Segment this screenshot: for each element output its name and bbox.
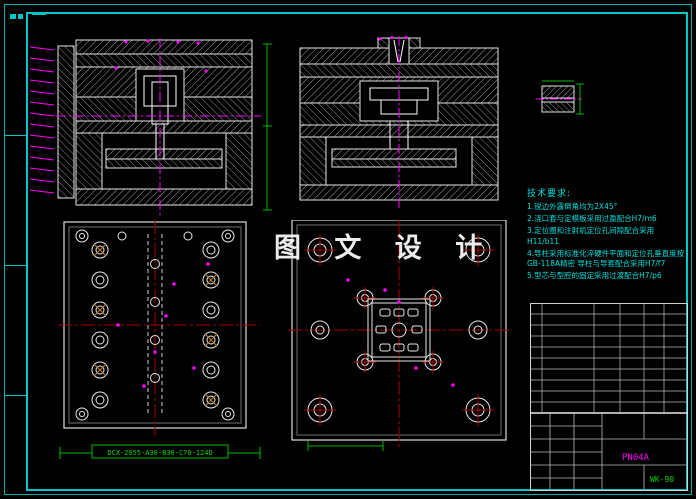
title-block: PN04A WK-90 xyxy=(530,303,688,491)
note-item: 3.定位圈和注射机定位孔间隙配合采用H11/b11 xyxy=(527,225,655,246)
note-item: 1.锐边外露倒角均为2X45° xyxy=(527,202,618,211)
dimension-line-vertical xyxy=(263,43,272,211)
titleblock-part-number: PN04A xyxy=(622,453,650,463)
frame-zone-mark xyxy=(5,135,26,136)
plan-view-moving-half xyxy=(58,220,260,436)
leader-arrows xyxy=(29,46,55,194)
dimension-label: DCX-2055-A30-B30-C70-124D xyxy=(107,449,212,457)
section-view-front xyxy=(56,38,261,216)
note-item: 2.浇口套与定模板采用过盈配合H7/m6 xyxy=(527,213,657,223)
plan-view-fixed-half xyxy=(288,220,510,451)
titleblock-drawing-number: WK-90 xyxy=(650,475,674,484)
drawing-frame-inner xyxy=(26,12,688,491)
notes-title: 技术要求: xyxy=(527,189,572,199)
detail-view xyxy=(536,80,584,115)
frame-zone-mark xyxy=(5,265,26,266)
dimension-bottom: DCX-2055-A30-B30-C70-124D xyxy=(59,444,261,459)
frame-zone-mark xyxy=(18,14,23,19)
technical-notes: 技术要求: 1.锐边外露倒角均为2X45° 2.浇口套与定模板采用过盈配合H7/… xyxy=(527,186,685,283)
frame-zone-mark xyxy=(5,395,26,396)
frame-zone-mark xyxy=(32,13,46,15)
watermark: 图 文 设 计 xyxy=(274,233,495,264)
note-item: 4.导柱采用标准化淬硬件平面和定位孔垂直度按GB-118A精密 导柱与导套配合采… xyxy=(527,248,685,269)
note-item: 5.型芯与型腔的固定采用过渡配合H7/p6 xyxy=(527,271,662,281)
section-view-side xyxy=(299,36,499,210)
drawing-frame-outer xyxy=(4,4,692,495)
frame-zone-mark xyxy=(10,14,16,19)
